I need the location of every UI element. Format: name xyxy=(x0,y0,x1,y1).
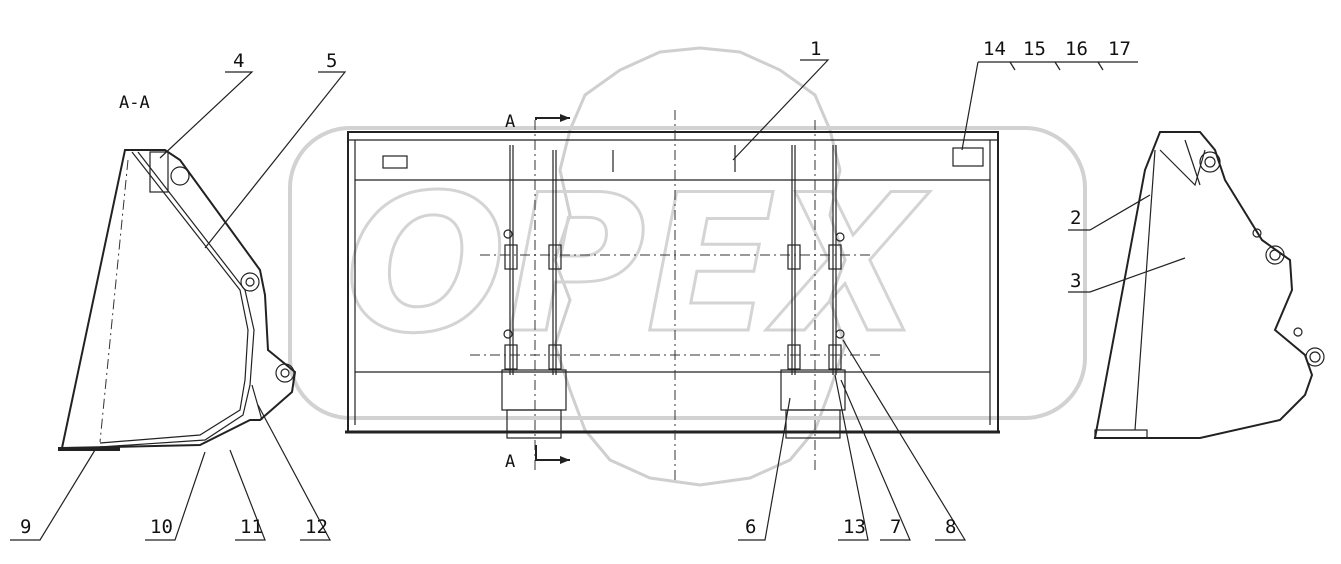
side-pivot-top xyxy=(1199,151,1221,173)
callout-3: 3 xyxy=(1070,270,1081,292)
callout-5: 5 xyxy=(326,50,337,72)
pivot-hole-middle xyxy=(240,272,260,292)
callout-14: 14 xyxy=(983,38,1006,60)
front-view: A A xyxy=(345,110,1000,480)
section-view-left: A-A xyxy=(58,93,297,451)
pivot-hole-top xyxy=(170,166,190,186)
callout-8: 8 xyxy=(945,516,956,538)
cut-mark-top: A xyxy=(505,112,515,132)
callout-16: 16 xyxy=(1065,38,1088,60)
side-view-right xyxy=(1093,131,1325,439)
watermark: OPEX xyxy=(288,46,1087,487)
callout-4: 4 xyxy=(233,50,244,72)
section-inner-wall xyxy=(99,151,249,444)
watermark-oval xyxy=(288,126,1087,420)
callout-10: 10 xyxy=(150,516,173,538)
callout-15: 15 xyxy=(1023,38,1046,60)
callouts: 4 5 1 14 15 16 17 2 3 9 10 11 12 6 13 7 … xyxy=(20,38,1131,538)
cut-mark-bottom: A xyxy=(505,452,515,472)
side-pivot-middle xyxy=(1265,245,1285,265)
callout-2: 2 xyxy=(1070,207,1081,229)
watermark-text: OPEX xyxy=(345,154,931,375)
leader-lines xyxy=(10,59,1186,541)
side-outline xyxy=(1093,131,1314,439)
callout-1: 1 xyxy=(810,38,821,60)
callout-13: 13 xyxy=(843,516,866,538)
callout-9: 9 xyxy=(20,516,31,538)
front-plate-slot xyxy=(382,155,408,169)
pivot-hole-bottom xyxy=(275,363,295,383)
section-outline xyxy=(60,149,297,450)
callout-6: 6 xyxy=(745,516,756,538)
tooth-adapter-left xyxy=(501,369,567,411)
callout-17: 17 xyxy=(1108,38,1131,60)
section-label: A-A xyxy=(119,93,150,113)
callout-11: 11 xyxy=(240,516,263,538)
callout-12: 12 xyxy=(305,516,328,538)
callout-7: 7 xyxy=(890,516,901,538)
nameplate xyxy=(952,147,984,167)
side-pivot-bottom xyxy=(1305,347,1325,367)
